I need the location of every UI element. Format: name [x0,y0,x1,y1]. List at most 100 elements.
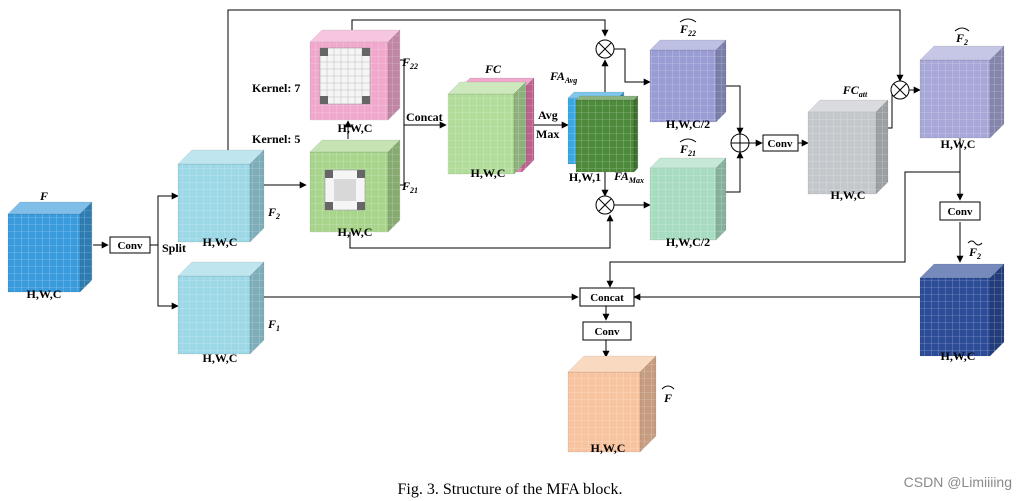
multiply-top-icon [595,39,615,59]
conv-in-label: Conv [117,240,143,252]
f2-top-face [177,149,265,165]
input-top-face [7,201,93,215]
connections [93,9,964,358]
f2-front-grid [178,164,250,242]
f1-block [177,261,265,355]
output-hat-accent [661,385,675,390]
conv-right-box: Conv [939,201,981,221]
f22-hat-top-face [649,39,727,51]
fa-avg-name: FAAvg [549,69,577,85]
f2-hat-block [919,45,1005,139]
f2-tilde-dims: H,W,C [941,349,976,363]
f2-tilde-block [919,263,1005,357]
conv-out-box: Conv [582,321,632,341]
conv-mid-box: Conv [762,134,799,152]
fa-max-front-grid [576,100,634,172]
output-front-grid [568,372,640,452]
f2-dims: H,W,C [203,235,238,249]
max-label: Max [536,127,559,141]
f22-name: F22 [401,55,418,71]
f22-hat-side-grid [716,40,726,122]
f2-tilde-accent [967,240,983,246]
input-side-grid [80,202,92,292]
fc-att-block [807,99,889,195]
f21-name: F21 [401,179,418,195]
conv-mid-label: Conv [767,138,793,150]
fc-dims: H,W,C [471,166,506,180]
fc-att-front-grid [808,112,876,194]
fc-name: FC [484,62,502,76]
multiply-right-icon [890,80,910,100]
concat-bottom-label: Concat [590,292,624,304]
f21-hat-accent [679,138,697,143]
multiply-bottom-icon [595,195,615,215]
f22-hat-name: F22 [679,22,696,38]
f1-side-grid [250,262,264,354]
fc-top-face [447,81,527,95]
f22-hat-front-grid [650,50,716,122]
kernel-7-pattern [319,47,371,105]
conv-out-label: Conv [594,326,620,338]
f22-kernel: Kernel: 7 [252,81,300,95]
concat-top-label: Concat [406,110,443,124]
f2-hat-top-face [919,45,1005,61]
f22-hat-accent [679,18,697,23]
f1-dims: H,W,C [203,351,238,365]
f21-top-face [309,139,401,153]
f21-hat-dims: H,W,C/2 [666,235,710,249]
fa-dims: H,W,1 [569,170,601,184]
f21-side-grid [388,140,400,232]
concat-bottom-box: Concat [579,287,635,307]
f21-dims: H,W,C [338,225,373,239]
input-name: F [39,189,48,203]
fc-block [447,81,527,175]
fc-front-grid [448,94,514,174]
f2-block [177,149,265,243]
f1-front-grid [178,276,250,354]
f22-top-face [309,29,401,43]
f21-hat-side-grid [716,158,726,240]
f1-top-face [177,261,265,277]
f2-hat-dims: H,W,C [941,137,976,151]
f22-hat-block [649,39,727,123]
fa-max-top-face [575,95,639,101]
figure-caption: Fig. 3. Structure of the MFA block. [397,481,622,498]
split-label: Split [162,241,186,255]
f2-hat-side-grid [990,46,1004,138]
input-block [7,201,93,293]
input-dims: H,W,C [27,287,62,301]
watermark: CSDN @Limiiiing [904,474,1012,490]
f2-hat-name: F2 [955,31,968,47]
output-side-grid [640,356,656,452]
output-dims: H,W,C [591,441,626,455]
f21-hat-name: F21 [679,142,696,158]
f2-tilde-name: F2 [968,245,981,261]
f2-tilde-side-grid [990,264,1004,356]
f22-side-grid [388,30,400,120]
f22-dims: H,W,C [338,121,373,135]
fc-att-side-grid [876,100,888,194]
kernel-5-pattern [324,169,366,211]
f21-hat-top-face [649,157,727,169]
output-block [567,355,657,453]
f2-side-grid [250,150,264,242]
output-name: F [663,391,672,405]
f2-hat-front-grid [920,60,990,138]
f2-hat-accent [954,27,970,32]
fa-max-block [575,95,639,173]
f2-tilde-top-face [919,263,1005,279]
f2-name: F2 [267,205,280,221]
conv-right-label: Conv [947,206,973,218]
fc-att-name: FCatt [842,83,868,99]
f21-kernel: Kernel: 5 [252,132,300,146]
avg-label: Avg [538,108,558,122]
conv-in-box: Conv [109,236,151,254]
f22-hat-dims: H,W,C/2 [666,117,710,131]
fc-att-dims: H,W,C [831,188,866,202]
input-front-grid [8,214,80,292]
f21-hat-front-grid [650,168,716,240]
fc-att-top-face [807,99,889,113]
f2-tilde-front-grid [920,278,990,356]
fa-max-name: FAMax [613,169,644,185]
add-icon [730,133,750,153]
